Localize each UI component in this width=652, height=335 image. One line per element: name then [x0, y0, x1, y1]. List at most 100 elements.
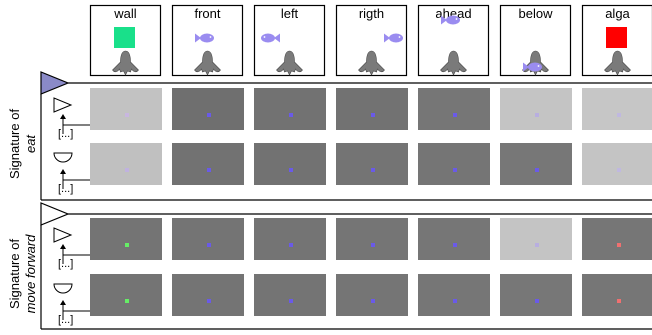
signature-panel	[336, 143, 408, 185]
signature-panel	[336, 218, 408, 260]
column-header-2: left	[253, 4, 326, 77]
signature-row-0-0: [...]	[53, 88, 652, 140]
signature-dot	[453, 113, 457, 117]
triangle-icon	[53, 227, 73, 243]
agent-body	[604, 50, 631, 76]
half-circle-icon	[53, 152, 73, 163]
signature-panel	[172, 218, 244, 260]
agent-icon	[604, 50, 631, 76]
signature-panel	[500, 218, 572, 260]
fish-eye	[263, 36, 266, 38]
signature-panel	[582, 274, 652, 316]
arrow-head	[60, 300, 66, 305]
signature-dot	[289, 113, 293, 117]
fish-body	[528, 62, 542, 72]
signature-dot	[617, 243, 621, 247]
column-label: ahead	[435, 6, 471, 21]
fish-icon	[384, 33, 403, 43]
fish-body	[261, 33, 275, 43]
signature-dot	[289, 243, 293, 247]
fish-eye	[398, 36, 401, 38]
signature-panel	[582, 88, 652, 130]
section-title-action: move forward	[23, 234, 38, 314]
fish-icon	[261, 33, 280, 43]
fish-tail	[441, 15, 447, 25]
signature-panel	[90, 218, 162, 260]
agent-body	[276, 50, 303, 76]
filled-triangle-icon	[40, 71, 70, 95]
fish-eye	[209, 36, 212, 38]
fish-body	[200, 33, 214, 43]
signature-dot	[289, 299, 293, 303]
signature-panel	[500, 274, 572, 316]
signature-panel	[418, 88, 490, 130]
signature-row-0-1: [...]	[53, 143, 652, 195]
signature-dot	[617, 168, 621, 172]
agent-body	[358, 50, 385, 76]
signature-panel	[582, 143, 652, 185]
arrow-head	[60, 244, 66, 249]
signature-panel	[418, 218, 490, 260]
signature-panel	[254, 218, 326, 260]
fish-eye	[455, 18, 458, 20]
signature-dot	[535, 243, 539, 247]
ellipsis-label: [...]	[58, 314, 73, 326]
signature-dot	[125, 299, 129, 303]
column-header-4: ahead	[417, 4, 490, 77]
signature-dot	[617, 113, 621, 117]
fish-tail	[384, 33, 390, 43]
signature-dot	[371, 299, 375, 303]
signature-panel	[254, 274, 326, 316]
signature-panel	[418, 274, 490, 316]
signature-panel	[336, 274, 408, 316]
agent-icon	[276, 50, 303, 76]
fish-icon	[523, 62, 542, 72]
column-header-5: below	[499, 4, 572, 77]
column-label: left	[281, 6, 299, 21]
fish-tail	[195, 33, 201, 43]
fish-body	[389, 33, 403, 43]
signature-dot	[535, 299, 539, 303]
agent-icon	[194, 50, 221, 76]
ellipsis-label: [...]	[58, 183, 73, 195]
fish-body	[446, 15, 460, 25]
ellipsis-label: [...]	[58, 128, 73, 140]
signature-dot	[125, 113, 129, 117]
column-label: below	[519, 6, 554, 21]
column-label: alga	[605, 6, 630, 21]
signature-panel	[254, 143, 326, 185]
triangle-icon	[53, 97, 73, 113]
signature-panel	[336, 88, 408, 130]
signature-dot	[453, 243, 457, 247]
fish-tail	[523, 62, 529, 72]
signature-dot	[371, 243, 375, 247]
signature-dot	[535, 113, 539, 117]
signature-row-1-1: [...]	[53, 274, 652, 326]
outline-triangle-icon	[40, 202, 70, 226]
signature-panel	[500, 88, 572, 130]
signature-panel	[90, 143, 162, 185]
signature-dot	[371, 168, 375, 172]
fish-eye	[537, 65, 540, 67]
section-title: Signature of	[7, 239, 22, 309]
arrow-head	[60, 169, 66, 174]
column-header-6: alga	[581, 4, 652, 77]
signature-dot	[207, 168, 211, 172]
fish-icon	[441, 15, 460, 25]
alga-icon	[606, 27, 627, 48]
signature-panel	[582, 218, 652, 260]
column-label: rigth	[359, 6, 384, 21]
signature-panel	[172, 274, 244, 316]
signature-panel	[172, 143, 244, 185]
signature-panel	[90, 88, 162, 130]
ellipsis-label: [...]	[58, 258, 73, 270]
signature-dot	[207, 243, 211, 247]
column-header-3: rigth	[335, 4, 408, 77]
column-label: wall	[113, 6, 137, 21]
section-title: Signature of	[7, 109, 22, 179]
section-title-action: eat	[23, 134, 38, 153]
